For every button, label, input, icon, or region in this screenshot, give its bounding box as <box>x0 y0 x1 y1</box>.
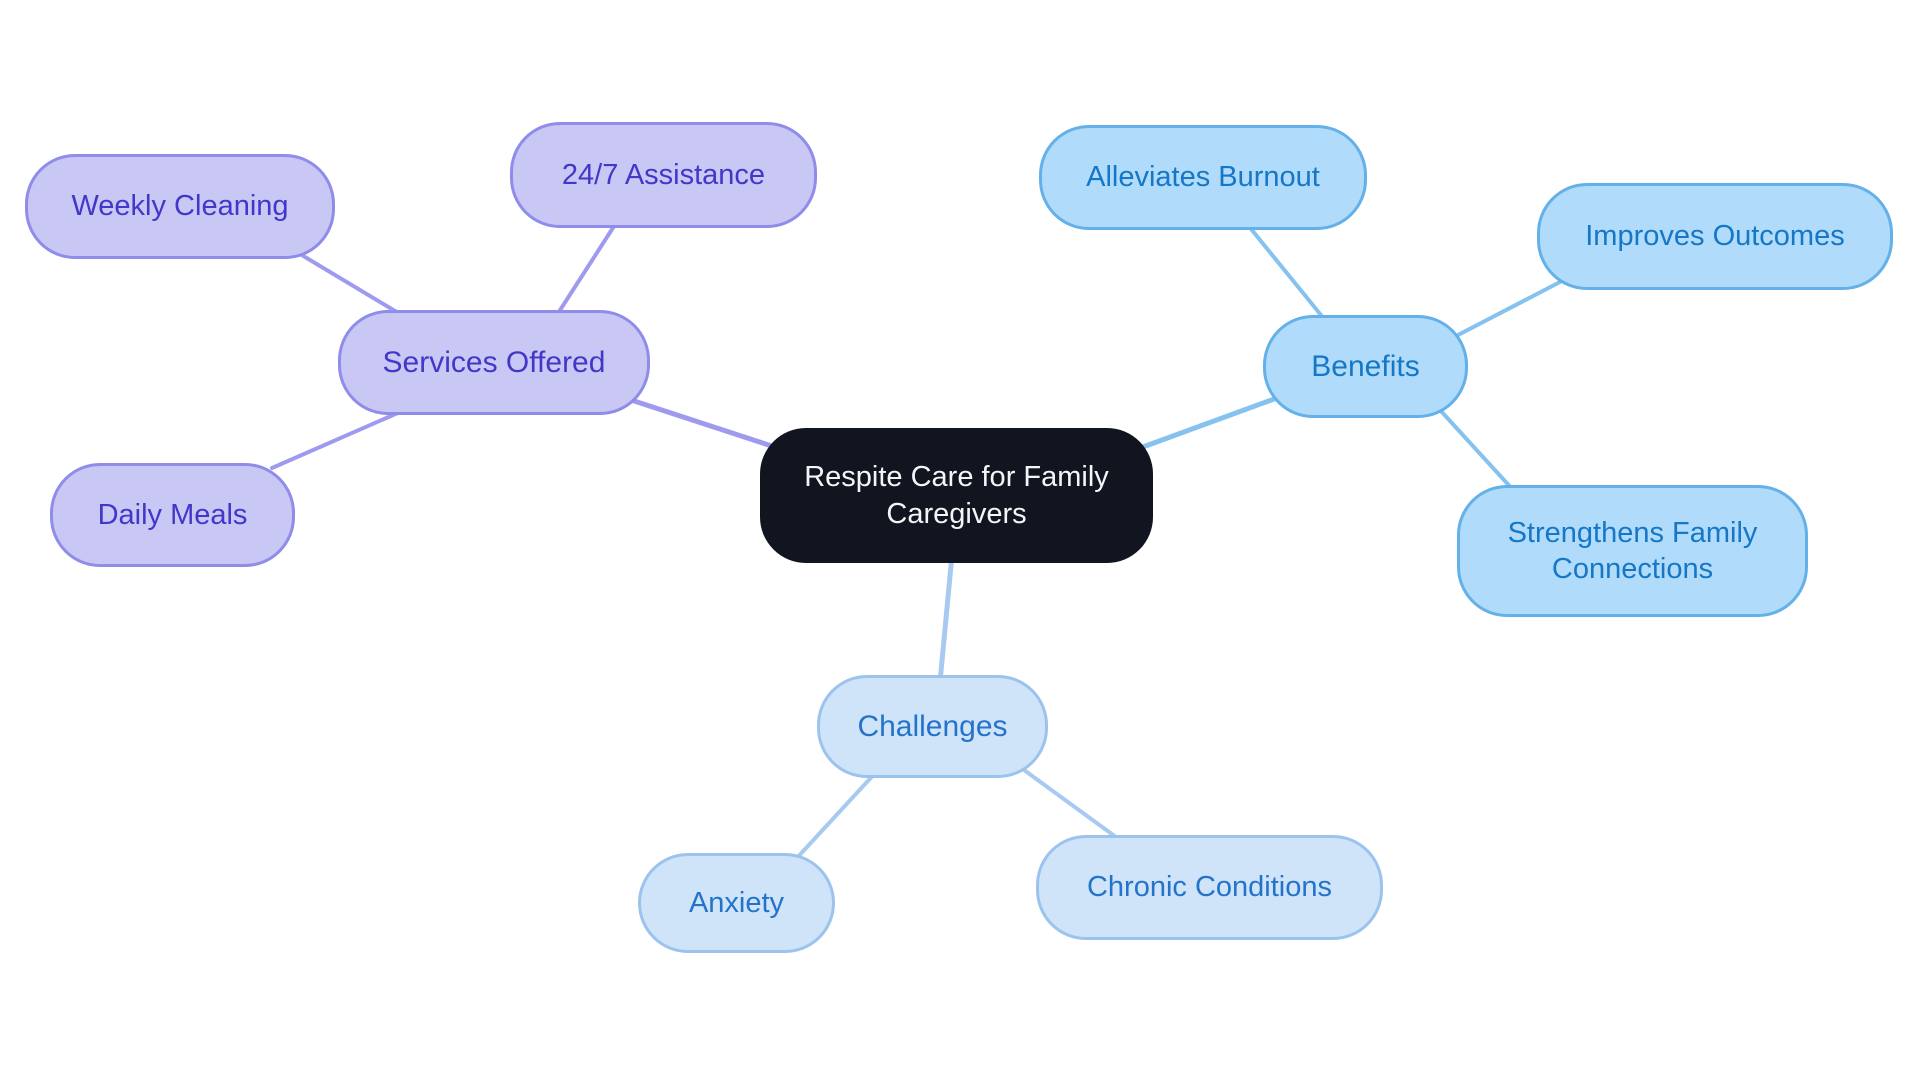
node-label: Anxiety <box>688 886 785 919</box>
node-center[interactable]: Respite Care for Family Caregivers <box>760 428 1153 563</box>
node-label: Challenges <box>857 709 1008 743</box>
node-label: Strengthens Family Connections <box>1507 516 1758 585</box>
node-strengthens-family-connections[interactable]: Strengthens Family Connections <box>1457 485 1808 617</box>
node-weekly-cleaning[interactable]: Weekly Cleaning <box>25 154 335 259</box>
edge-services-offered-to-assistance-24-7 <box>553 218 620 320</box>
edge-benefits-to-alleviates-burnout <box>1245 222 1327 322</box>
node-challenges[interactable]: Challenges <box>817 675 1048 778</box>
edge-challenges-to-chronic-conditions <box>1022 768 1122 842</box>
node-label: 24/7 Assistance <box>561 158 766 191</box>
edge-benefits-to-improves-outcomes <box>1456 280 1562 337</box>
node-label: Improves Outcomes <box>1585 220 1845 253</box>
edge-benefits-to-strengthens-family-connections <box>1438 408 1517 494</box>
edge-center-to-benefits <box>1137 392 1288 451</box>
edge-center-to-services-offered <box>622 395 793 455</box>
node-alleviates-burnout[interactable]: Alleviates Burnout <box>1039 125 1367 230</box>
edge-services-offered-to-daily-meals <box>270 410 402 470</box>
node-label: Weekly Cleaning <box>71 190 289 223</box>
node-label: Daily Meals <box>97 498 248 531</box>
edge-center-to-challenges <box>937 552 955 685</box>
node-assistance-24-7[interactable]: 24/7 Assistance <box>510 122 817 228</box>
node-label: Benefits <box>1311 349 1420 383</box>
edge-challenges-to-anxiety <box>793 768 880 862</box>
node-label: Chronic Conditions <box>1086 871 1332 904</box>
node-label: Respite Care for Family Caregivers <box>804 461 1109 530</box>
node-label: Services Offered <box>382 345 606 379</box>
edge-services-offered-to-weekly-cleaning <box>288 246 412 322</box>
node-improves-outcomes[interactable]: Improves Outcomes <box>1537 183 1893 290</box>
node-anxiety[interactable]: Anxiety <box>638 853 835 953</box>
node-label: Alleviates Burnout <box>1086 161 1320 194</box>
node-daily-meals[interactable]: Daily Meals <box>50 463 295 567</box>
node-services-offered[interactable]: Services Offered <box>338 310 650 415</box>
node-benefits[interactable]: Benefits <box>1263 315 1468 418</box>
node-chronic-conditions[interactable]: Chronic Conditions <box>1036 835 1383 940</box>
